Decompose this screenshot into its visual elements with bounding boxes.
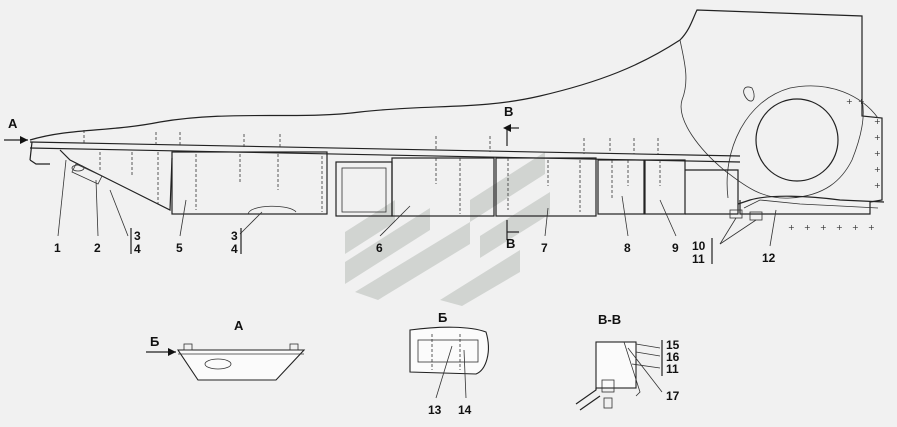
callout-11: 11	[692, 252, 705, 266]
callout-17: 17	[666, 389, 680, 403]
callout-12: 12	[762, 251, 776, 265]
section-vv: В-В 15 16 11 17	[575, 312, 680, 411]
view-vv-title: В-В	[598, 312, 621, 327]
wheel	[755, 98, 839, 182]
callout-5: 5	[176, 241, 183, 255]
callout-13: 13	[428, 403, 442, 417]
callout-8: 8	[624, 241, 631, 255]
svg-text:+: +	[874, 181, 881, 190]
box-7	[495, 157, 597, 217]
callout-4b: 4	[231, 242, 238, 256]
svg-text:+: +	[858, 97, 865, 106]
arrow-v-bottom-label: В	[506, 236, 515, 251]
svg-text:+: +	[874, 149, 881, 158]
view-a-arrow: А	[4, 116, 28, 144]
front-panel	[59, 149, 173, 211]
svg-text:+: +	[874, 133, 881, 142]
view-a-title: А	[234, 318, 244, 333]
svg-text:+: +	[804, 223, 811, 232]
callout-10: 10	[692, 239, 706, 253]
svg-text:+: +	[820, 223, 827, 232]
detail-view-b: Б 13 14	[409, 310, 489, 417]
callout-4: 4	[134, 242, 141, 256]
view-b-title: Б	[438, 310, 447, 325]
svg-text:+: +	[852, 223, 859, 232]
section-v-marker: В В	[503, 104, 519, 251]
rear-floor	[737, 195, 885, 205]
callout-15: 15	[666, 338, 680, 352]
svg-text:+: +	[788, 223, 795, 232]
watermark-logo	[345, 152, 550, 306]
callout-6: 6	[376, 241, 383, 255]
callout-14: 14	[458, 403, 472, 417]
box-6	[391, 157, 495, 217]
callout-2: 2	[94, 241, 101, 255]
rivet-marks: + + + + + + + + + + + + +	[788, 97, 881, 232]
leader-lines	[57, 159, 777, 376]
callout-9: 9	[672, 241, 679, 255]
box-5	[171, 151, 328, 215]
svg-text:+: +	[868, 223, 875, 232]
callout-11b: 11	[666, 362, 679, 376]
svg-text:+: +	[846, 97, 853, 106]
callout-16: 16	[666, 350, 680, 364]
svg-text:+: +	[874, 165, 881, 174]
box-8	[597, 159, 645, 215]
callout-3: 3	[134, 229, 141, 243]
wheel-arch	[726, 85, 879, 199]
box-9	[644, 159, 686, 215]
svg-text:+: +	[836, 223, 843, 232]
detail-view-a: А Б	[146, 318, 306, 381]
bolts	[83, 130, 661, 214]
view-a-arrow-label: Б	[150, 334, 159, 349]
arrow-a-label: А	[8, 116, 18, 131]
svg-text:+: +	[874, 117, 881, 126]
cab-outline	[29, 9, 883, 215]
cab-inner-outline	[679, 39, 864, 199]
callout-7: 7	[541, 241, 548, 255]
arrow-v-top-label: В	[504, 104, 513, 119]
callout-1: 1	[54, 241, 61, 255]
callout-3b: 3	[231, 229, 238, 243]
